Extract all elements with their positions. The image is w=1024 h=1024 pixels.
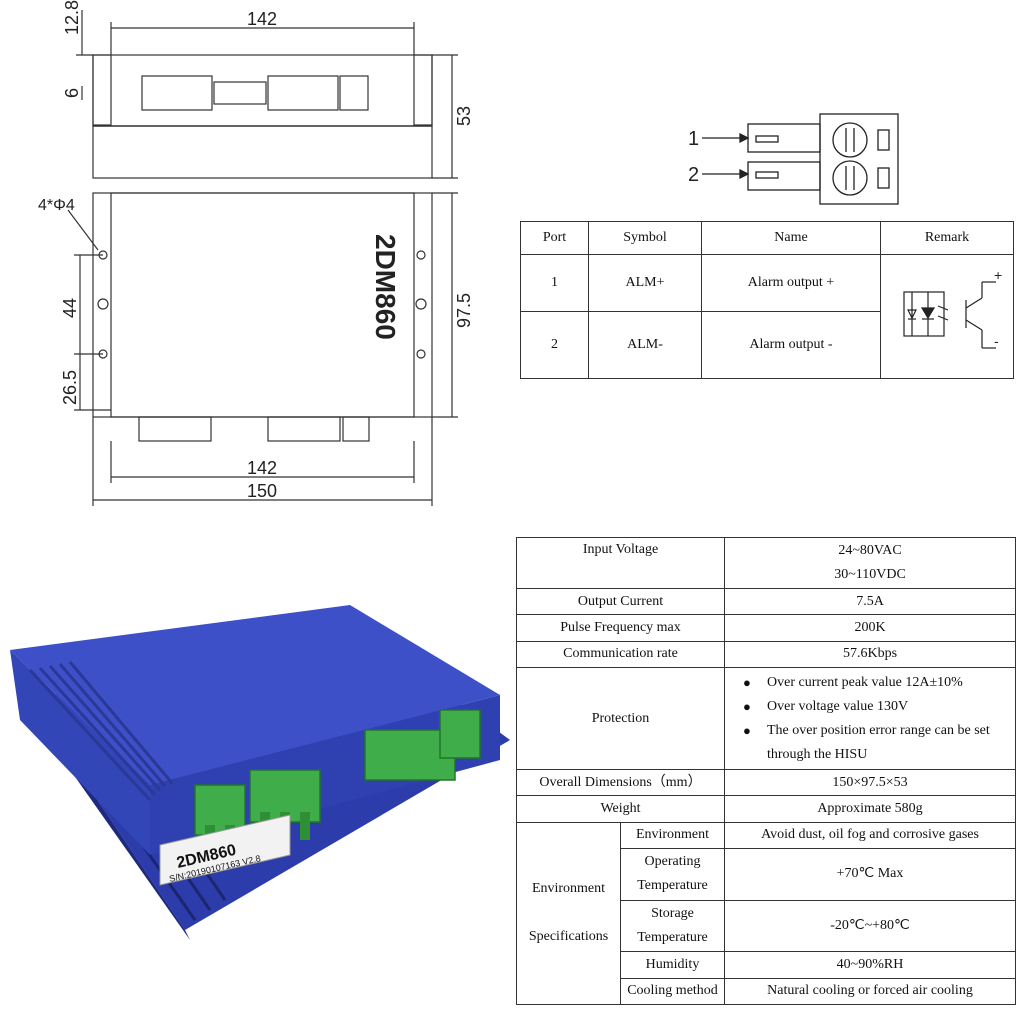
header-name: Name bbox=[701, 221, 881, 255]
table-row: Input Voltage 24~80VAC 30~110VDC bbox=[516, 537, 1016, 589]
dim-53: 53 bbox=[454, 106, 474, 126]
table-row: Protection Over current peak value 12A±1… bbox=[516, 666, 1016, 771]
pulse-freq-value: 200K bbox=[724, 614, 1016, 642]
alarm-port-table: Port Symbol Name Remark 1 ALM+ Alarm out… bbox=[520, 221, 1014, 379]
spec-table: Input Voltage 24~80VAC 30~110VDC Output … bbox=[516, 537, 1016, 1006]
output-current-label: Output Current bbox=[516, 587, 725, 616]
dimensions-label: Overall Dimensions（mm） bbox=[516, 769, 725, 797]
input-voltage-ac: 24~80VAC bbox=[838, 543, 902, 558]
table-row: Environment Specifications Environment A… bbox=[516, 821, 1016, 1006]
table-row: Humidity 40~90%RH bbox=[517, 951, 1016, 979]
dim-44: 44 bbox=[60, 298, 80, 318]
pin-1-label: 1 bbox=[688, 128, 699, 150]
list-item: The over position error range can be set… bbox=[729, 719, 1011, 767]
connector-diagram: 1 2 bbox=[688, 113, 899, 205]
env-row-value: 40~90%RH bbox=[724, 951, 1016, 979]
env-row-value: Natural cooling or forced air cooling bbox=[724, 977, 1016, 1006]
env-spec-label-line1: Environment bbox=[531, 881, 606, 897]
protection-list: Over current peak value 12A±10% Over vol… bbox=[729, 671, 1011, 767]
protection-list-cell: Over current peak value 12A±10% Over vol… bbox=[724, 666, 1016, 771]
env-row-value: -20℃~+80℃ bbox=[724, 899, 1016, 953]
name-cell: Alarm output - bbox=[701, 311, 881, 379]
symbol-cell: ALM+ bbox=[588, 254, 702, 312]
product-photo: 2DM860 S/N:20190107163 V2.8 bbox=[10, 605, 510, 940]
table-row: Overall Dimensions（mm） 150×97.5×53 bbox=[516, 769, 1016, 797]
pulse-freq-label: Pulse Frequency max bbox=[516, 614, 725, 642]
input-voltage-dc: 30~110VDC bbox=[834, 567, 906, 582]
symbol-cell: ALM- bbox=[588, 311, 702, 379]
dim-150: 150 bbox=[247, 481, 277, 501]
pin-2-label: 2 bbox=[688, 164, 699, 186]
list-item: Over voltage value 130V bbox=[729, 695, 1011, 719]
protection-label: Protection bbox=[516, 666, 725, 771]
table-row: Communication rate 57.6Kbps bbox=[516, 640, 1016, 668]
env-row-label: Operating Temperature bbox=[620, 848, 725, 901]
output-current-value: 7.5A bbox=[724, 587, 1016, 616]
optocoupler-symbol: + - bbox=[903, 267, 1002, 349]
dim-6: 6 bbox=[62, 88, 82, 98]
input-voltage-value: 24~80VAC 30~110VDC bbox=[724, 537, 1016, 589]
header-port: Port bbox=[520, 221, 589, 255]
env-row-label: Environment bbox=[620, 821, 725, 850]
name-cell: Alarm output + bbox=[701, 254, 881, 312]
remark-cell: + - bbox=[880, 254, 1014, 379]
table-row: 1 ALM+ Alarm output + bbox=[520, 254, 1014, 379]
env-row-label: Humidity bbox=[620, 951, 725, 979]
env-spec-label: Environment Specifications bbox=[516, 821, 621, 1006]
env-row-label: Storage Temperature bbox=[620, 899, 725, 953]
port-cell: 1 bbox=[520, 254, 589, 312]
env-spec-label-line2: Specifications bbox=[528, 929, 609, 945]
table-row: Weight Approximate 580g bbox=[516, 795, 1016, 823]
env-row-label: Cooling method bbox=[620, 977, 725, 1006]
table-row: 2 ALM- Alarm output - bbox=[520, 311, 1014, 379]
env-row-value: Avoid dust, oil fog and corrosive gases bbox=[724, 821, 1016, 850]
table-row: Operating Temperature +70℃ Max bbox=[517, 848, 1016, 901]
header-symbol: Symbol bbox=[588, 221, 702, 255]
table-row: Pulse Frequency max 200K bbox=[516, 614, 1016, 642]
table-row: Storage Temperature -20℃~+80℃ bbox=[517, 899, 1016, 953]
env-row-value: +70℃ Max bbox=[724, 848, 1016, 901]
port-cell: 2 bbox=[520, 311, 589, 379]
dimension-drawing: 142 12.8 6 53 4*Φ4 44 26.5 97.5 142 150 … bbox=[38, 0, 474, 506]
weight-label: Weight bbox=[516, 795, 725, 823]
list-item: Over current peak value 12A±10% bbox=[729, 671, 1011, 695]
header-remark: Remark bbox=[880, 221, 1014, 255]
dim-26-5: 26.5 bbox=[60, 370, 80, 405]
dim-97-5: 97.5 bbox=[454, 293, 474, 328]
remark-plus: + bbox=[994, 267, 1002, 283]
dim-bottom-142: 142 bbox=[247, 458, 277, 478]
weight-value: Approximate 580g bbox=[724, 795, 1016, 823]
model-label-drawing: 2DM860 bbox=[370, 234, 401, 340]
dimensions-value: 150×97.5×53 bbox=[724, 769, 1016, 797]
remark-minus: - bbox=[994, 333, 999, 349]
input-voltage-label: Input Voltage bbox=[516, 537, 725, 589]
table-row: Cooling method Natural cooling or forced… bbox=[517, 977, 1016, 1006]
comm-rate-label: Communication rate bbox=[516, 640, 725, 668]
dim-12-8: 12.8 bbox=[62, 0, 82, 35]
comm-rate-value: 57.6Kbps bbox=[724, 640, 1016, 668]
dim-top-width: 142 bbox=[247, 9, 277, 29]
table-row: Output Current 7.5A bbox=[516, 587, 1016, 616]
dim-hole: 4*Φ4 bbox=[38, 197, 75, 214]
